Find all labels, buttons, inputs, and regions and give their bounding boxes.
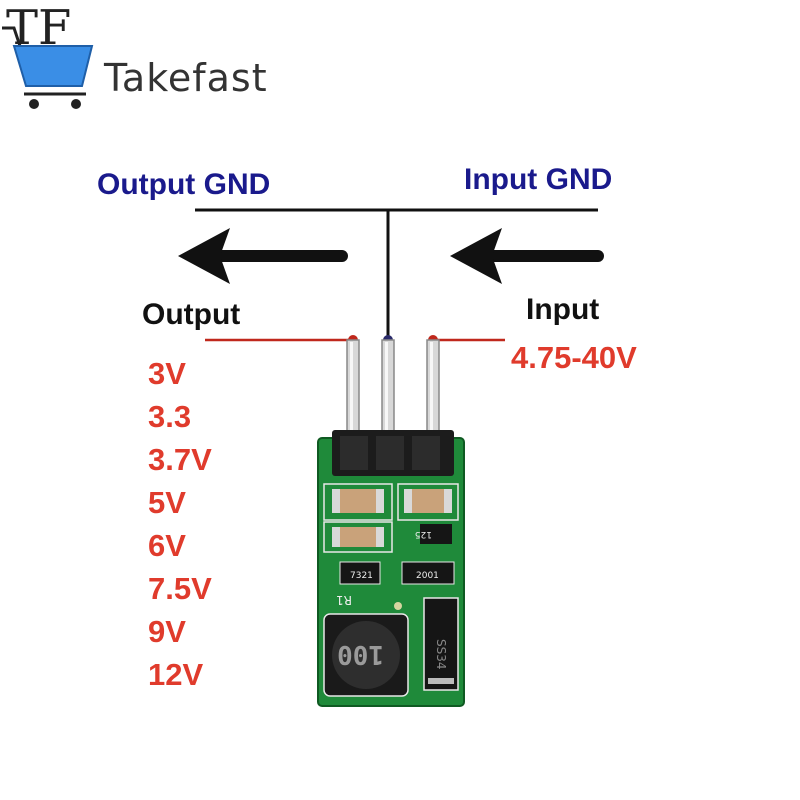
silkscreen-2001: 2001 <box>416 571 439 581</box>
input-arrow-icon <box>450 228 604 284</box>
brand-logo: TF Takefast <box>0 0 320 120</box>
output-voltage-item: 3.7V <box>148 442 212 477</box>
input-gnd-label: Input GND <box>464 163 613 196</box>
output-voltage-item: 12V <box>148 657 204 692</box>
output-voltage-item: 6V <box>148 528 186 563</box>
output-voltage-item: 5V <box>148 485 186 520</box>
diode-marking: SS34 <box>434 639 448 670</box>
brand-name: Takefast <box>104 56 268 100</box>
shopping-cart-icon: TF <box>2 0 94 109</box>
output-arrow-icon <box>178 228 348 284</box>
pcb-board <box>317 430 465 707</box>
output-voltage-item: 9V <box>148 614 186 649</box>
output-label: Output <box>142 298 241 331</box>
silkscreen-7321: 7321 <box>350 571 373 581</box>
silkscreen-r1: R1 <box>336 593 352 607</box>
input-label: Input <box>526 293 600 326</box>
output-voltage-item: 3.3 <box>148 399 192 434</box>
silkscreen-125: 125 <box>415 529 432 539</box>
input-range-label: 4.75-40V <box>511 340 637 375</box>
output-voltage-item: 7.5V <box>148 571 212 606</box>
inductor-marking: 100 <box>337 639 384 669</box>
output-gnd-label: Output GND <box>97 168 271 201</box>
output-voltage-item: 3V <box>148 356 186 391</box>
